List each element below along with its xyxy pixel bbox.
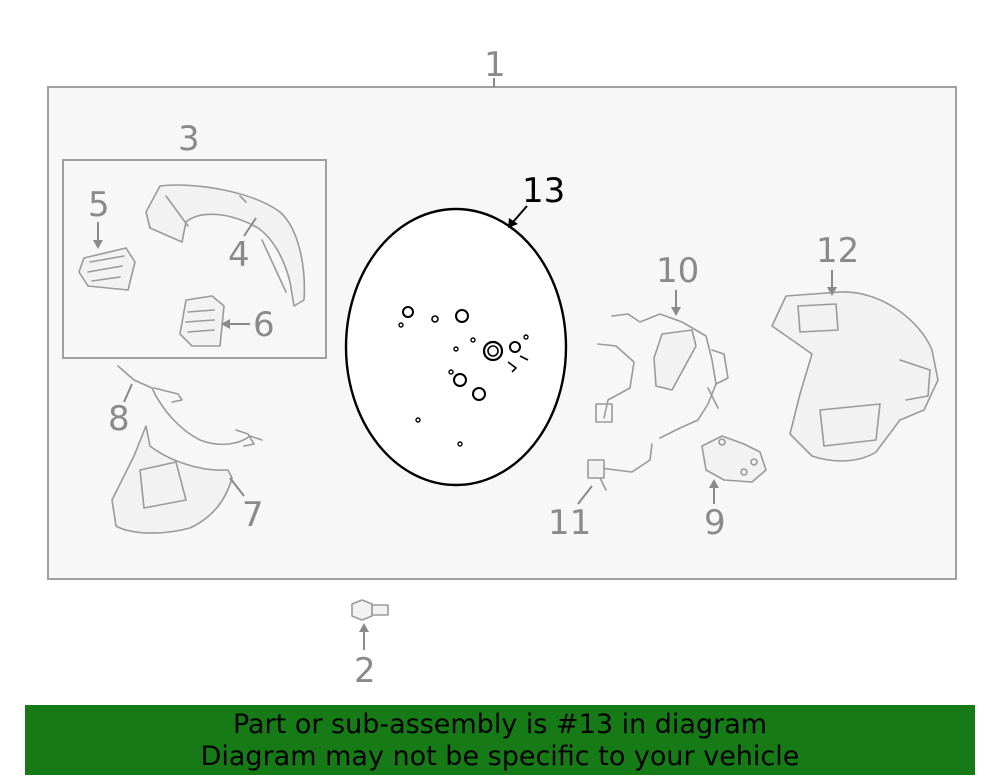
callout-6: 6 xyxy=(253,305,275,345)
info-banner: Part or sub-assembly is #13 in diagram D… xyxy=(25,705,975,775)
banner-line-2: Diagram may not be specific to your vehi… xyxy=(200,741,800,772)
banner-line-1: Part or sub-assembly is #13 in diagram xyxy=(232,709,768,740)
callout-12-arrow xyxy=(827,287,837,296)
callout-3: 3 xyxy=(178,119,200,159)
callout-13-arrow xyxy=(508,218,518,228)
part-11-sensor xyxy=(587,443,653,491)
callout-6-arrow xyxy=(221,319,230,329)
callout-5-arrow xyxy=(93,240,103,249)
callout-11: 11 xyxy=(548,503,591,543)
part-8-harness xyxy=(117,365,263,447)
part-4-cover xyxy=(145,184,306,307)
part-12-rear-cover xyxy=(771,291,939,462)
callout-10: 10 xyxy=(656,251,699,291)
part-5-switch xyxy=(78,247,136,291)
callout-4: 4 xyxy=(228,235,250,275)
part-10-harness xyxy=(595,313,729,439)
callout-7: 7 xyxy=(242,495,264,535)
callout-9-arrow xyxy=(709,479,719,488)
callout-13: 13 xyxy=(522,171,565,211)
part-9-bracket xyxy=(701,435,767,483)
callout-10-arrow xyxy=(671,307,681,316)
callout-8: 8 xyxy=(108,399,130,439)
callout-7-leader xyxy=(229,477,245,497)
part-6-switch xyxy=(179,295,225,347)
callout-4-leader xyxy=(243,217,257,237)
callout-8-leader xyxy=(123,383,133,403)
callout-1: 1 xyxy=(484,45,506,85)
callout-2-arrow xyxy=(359,623,369,632)
callout-2: 2 xyxy=(354,651,376,691)
part-2-bolt xyxy=(351,599,389,621)
callout-13-leader xyxy=(512,205,528,223)
callout-5: 5 xyxy=(88,185,110,225)
callout-9: 9 xyxy=(704,503,726,543)
callout-11-leader xyxy=(577,485,593,505)
part-7-cover xyxy=(111,425,233,534)
part-13-highlighted xyxy=(344,207,568,487)
callout-12: 12 xyxy=(816,231,859,271)
